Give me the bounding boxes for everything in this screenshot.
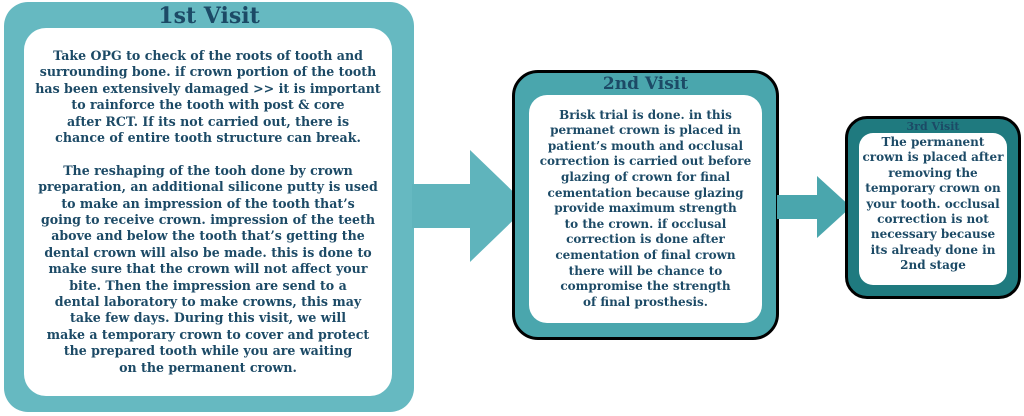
visit-3-title: 3rd Visit <box>906 120 960 133</box>
visit-1-card: 1st Visit Take OPG to check of the roots… <box>4 2 414 412</box>
visit-3-text: The permanent crown is placed after remo… <box>862 135 1004 273</box>
arrow-2-shape <box>777 176 851 238</box>
visit-2-text: Brisk trial is done. in this permanet cr… <box>539 107 752 309</box>
arrow-visit-1-to-2 <box>412 150 528 262</box>
visit-1-title: 1st Visit <box>158 3 260 29</box>
visit-2-title: 2nd Visit <box>602 74 689 94</box>
visit-1-body-panel: Take OPG to check of the roots of tooth … <box>24 28 392 396</box>
arrow-visit-2-to-3 <box>777 176 851 238</box>
visit-2-body-panel: Brisk trial is done. in this permanet cr… <box>529 95 762 323</box>
visit-2-card: 2nd Visit Brisk trial is done. in this p… <box>512 70 779 340</box>
visit-3-body-panel: The permanent crown is placed after remo… <box>859 133 1007 285</box>
visit-1-text: Take OPG to check of the roots of tooth … <box>35 47 381 375</box>
arrow-1-shape <box>412 150 528 262</box>
visit-3-card: 3rd Visit The permanent crown is placed … <box>845 116 1021 299</box>
